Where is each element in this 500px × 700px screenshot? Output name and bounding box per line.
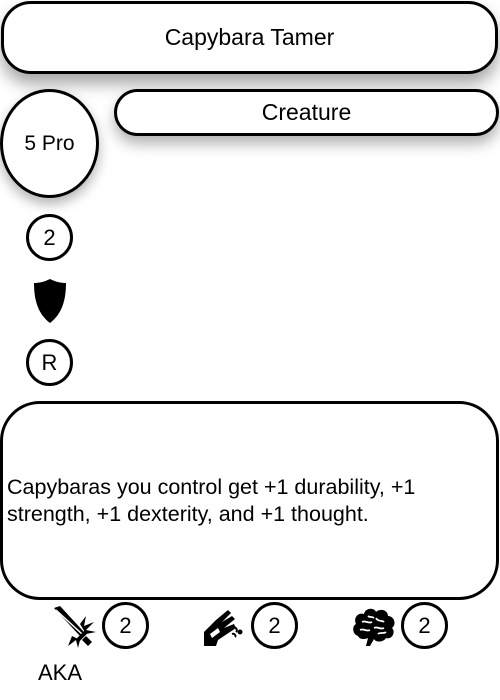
level-badge: 2 xyxy=(26,214,73,261)
dexterity-value: 2 xyxy=(251,602,298,649)
card-type: Creature xyxy=(114,89,499,136)
card-name: Capybara Tamer xyxy=(1,1,498,74)
ability-text: Capybaras you control get +1 durability,… xyxy=(7,474,416,526)
hand-icon xyxy=(204,610,243,646)
cost-badge: 5 Pro xyxy=(0,89,99,198)
thought-value: 2 xyxy=(401,602,448,649)
ability-text-box: Capybaras you control get +1 durability,… xyxy=(0,401,499,600)
shield-icon xyxy=(34,279,66,323)
card-footer-label: AKA xyxy=(38,660,83,685)
sword-burst-icon xyxy=(54,606,96,648)
strength-value: 2 xyxy=(102,602,149,649)
rarity-badge: R xyxy=(26,339,73,386)
brain-icon xyxy=(353,608,395,646)
